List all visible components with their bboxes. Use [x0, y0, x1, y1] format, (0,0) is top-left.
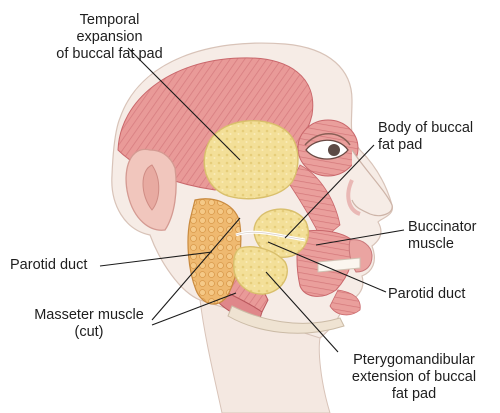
label-parotid-duct-left: Parotid duct	[10, 257, 87, 274]
leader-body	[284, 144, 375, 239]
label-line: fat pad	[378, 137, 423, 153]
label-body-of-buccal-fat-pad: Body of buccal fat pad	[378, 120, 473, 154]
label-masseter-muscle: Masseter muscle (cut)	[24, 307, 154, 341]
leader-temporal	[127, 47, 241, 161]
label-line: Temporal	[79, 12, 140, 28]
label-parotid-duct-right: Parotid duct	[388, 286, 465, 303]
label-line: extension of buccal	[351, 369, 477, 385]
leader-pterygo	[265, 271, 339, 353]
label-line: Buccinator	[408, 219, 477, 235]
label-line: (cut)	[74, 324, 104, 340]
label-buccinator-muscle: Buccinator muscle	[408, 219, 477, 253]
label-line: expansion	[76, 29, 143, 45]
neck	[199, 299, 331, 413]
label-line: Parotid duct	[388, 286, 466, 302]
nose	[351, 149, 393, 217]
label-line: Parotid duct	[10, 257, 88, 273]
label-line: Masseter muscle	[34, 307, 144, 323]
leader-buccinator	[315, 229, 405, 246]
leader-lines	[99, 47, 405, 353]
leader-parotid-left	[99, 251, 213, 267]
label-line: of buccal fat pad	[56, 46, 163, 62]
label-line: fat pad	[391, 386, 437, 402]
label-line: Body of buccal	[378, 120, 474, 136]
orbicularis-oris	[329, 289, 361, 316]
label-line: Pterygomandibular	[353, 352, 475, 368]
label-pterygomandibular-extension: Pterygomandibular extension of buccal fa…	[330, 352, 498, 403]
leader-masseter-1	[151, 217, 241, 321]
label-temporal-expansion: Temporal expansion of buccal fat pad	[12, 12, 207, 63]
pterygomandibular-fat-pad	[232, 246, 288, 295]
parotid-gland	[187, 198, 242, 305]
temporal-fat-pad	[203, 120, 299, 200]
leader-parotid-right	[267, 241, 387, 293]
teeth	[317, 257, 361, 273]
label-line: muscle	[408, 236, 454, 252]
leader-masseter-2	[151, 292, 237, 326]
